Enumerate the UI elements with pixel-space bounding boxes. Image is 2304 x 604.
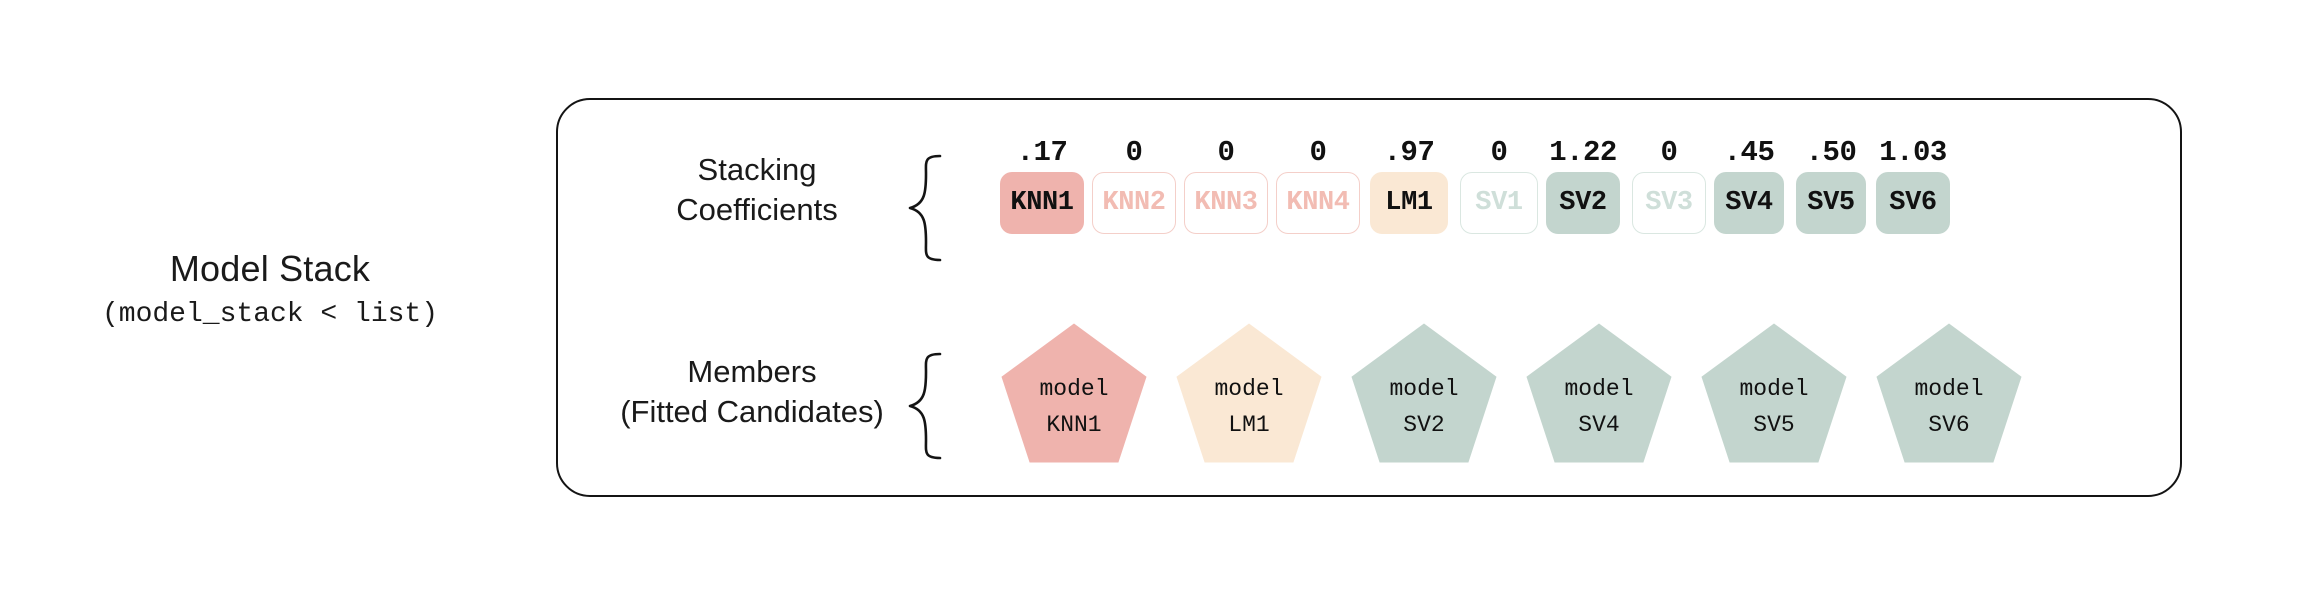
curly-brace-icon [904,352,946,460]
model-chip-sv4[interactable]: SV4 [1714,172,1784,234]
coefficient-value: 1.03 [1879,136,1947,169]
model-stack-caption: Model Stack (model_stack < list) [0,248,540,330]
stacking-coefficients-label-line1: Stacking [697,152,817,187]
coefficient-value: 1.22 [1549,136,1617,169]
coefficient-value: 0 [1217,136,1235,169]
members-label: Members (Fitted Candidates) [602,352,902,431]
coefficient-value: 0 [1309,136,1327,169]
page-title: Model Stack [169,248,371,289]
model-chip-knn4[interactable]: KNN4 [1276,172,1360,234]
model-chip-knn3[interactable]: KNN3 [1184,172,1268,234]
members-label-line1: Members [687,354,817,389]
model-chip-knn1[interactable]: KNN1 [1000,172,1084,234]
coefficient-value: .50 [1805,136,1857,169]
curly-brace-icon [904,154,946,262]
coefficient-value: .45 [1723,136,1775,169]
model-chip-sv1[interactable]: SV1 [1460,172,1538,234]
model-chip-sv3[interactable]: SV3 [1632,172,1706,234]
model-chip-sv6[interactable]: SV6 [1876,172,1950,234]
model-chip-lm1[interactable]: LM1 [1370,172,1448,234]
model-chip-knn2[interactable]: KNN2 [1092,172,1176,234]
page-subtitle: (model_stack < list) [101,299,439,331]
members-label-line2: (Fitted Candidates) [620,393,884,429]
coefficient-value: .97 [1383,136,1435,169]
model-chip-sv2[interactable]: SV2 [1546,172,1620,234]
coefficient-value: .17 [1016,136,1068,169]
stacking-coefficients-label: Stacking Coefficients [612,150,902,229]
model-chip-sv5[interactable]: SV5 [1796,172,1866,234]
coefficient-value: 0 [1490,136,1508,169]
stacking-coefficients-label-line2: Coefficients [676,191,838,227]
coefficient-value: 0 [1660,136,1678,169]
coefficient-value: 0 [1125,136,1143,169]
